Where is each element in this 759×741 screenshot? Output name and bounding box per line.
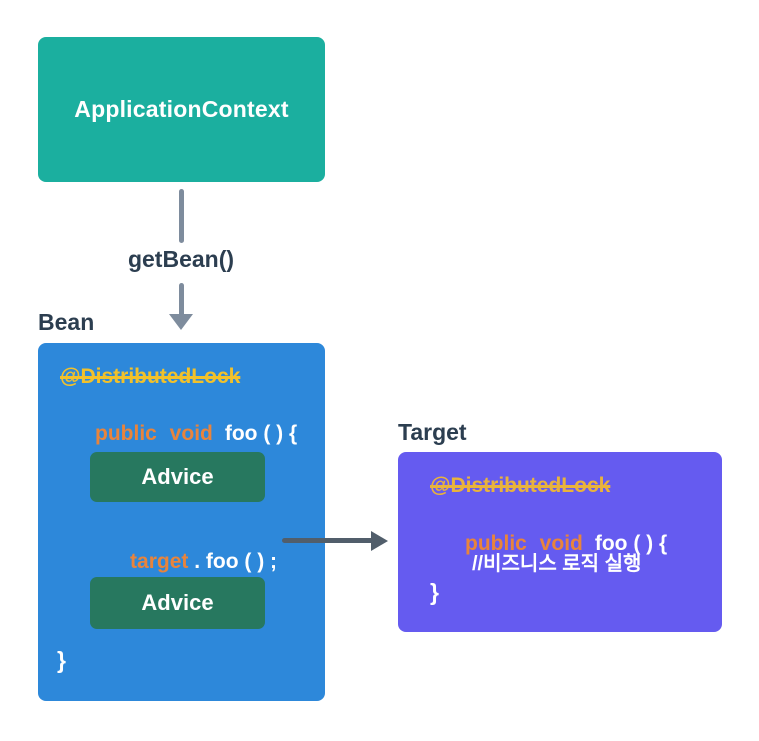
target-box: @DistributedLock public void foo ( ) { //… — [398, 452, 722, 632]
target-annotation-strikethrough: @DistributedLock — [430, 474, 611, 497]
bean-closing-brace: } — [57, 647, 66, 673]
target-object-text: target — [130, 550, 189, 573]
target-title: Target — [398, 419, 467, 445]
bean-method-signature: public void foo ( ) { — [60, 398, 297, 470]
application-context-box: ApplicationContext — [38, 37, 325, 182]
bean-title: Bean — [38, 309, 95, 335]
target-method-keywords: public void — [465, 532, 583, 555]
bean-method-keywords: public void — [95, 422, 213, 445]
target-closing-brace: } — [430, 579, 439, 605]
target-method-signature: public void foo ( ) { — [430, 508, 667, 580]
bean-target-call: target . foo ( ) ; — [95, 526, 277, 598]
arrowhead-down-icon — [169, 314, 193, 330]
get-bean-arrow-lower-shaft — [179, 283, 184, 317]
target-method-name: foo ( ) { — [594, 532, 668, 555]
arrowhead-right-icon — [371, 531, 388, 551]
advice-box-top: Advice — [90, 452, 265, 502]
advice-top-label: Advice — [141, 464, 214, 489]
get-bean-label: getBean() — [127, 246, 235, 272]
advice-box-bottom: Advice — [90, 577, 265, 629]
bean-annotation-strikethrough: @DistributedLock — [60, 365, 241, 388]
get-bean-arrow-upper-shaft — [179, 189, 184, 243]
target-call-rest-text: . foo ( ) ; — [188, 550, 278, 573]
target-arrow-shaft — [282, 538, 374, 543]
advice-bottom-label: Advice — [141, 590, 214, 615]
application-context-label: ApplicationContext — [74, 96, 289, 122]
bean-box: @DistributedLock public void foo ( ) { Ad… — [38, 343, 325, 701]
bean-method-name: foo ( ) { — [224, 422, 298, 445]
target-business-logic-comment: //비즈니스 로직 실행 — [472, 553, 642, 575]
